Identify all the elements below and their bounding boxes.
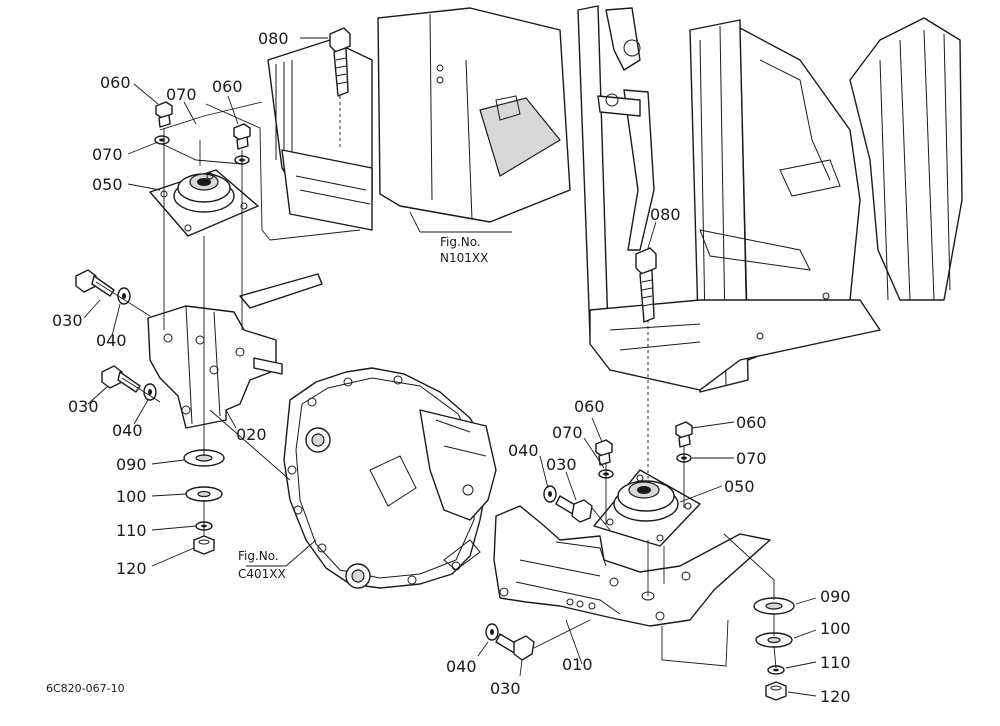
label-070: 070 [552, 423, 583, 442]
label-090: 090 [820, 587, 851, 606]
right-rubber-mount [593, 469, 701, 547]
fig-ref-upper-line1: Fig.No. [440, 235, 481, 249]
label-110: 110 [116, 521, 147, 540]
label-030: 030 [68, 397, 99, 416]
label-120: 120 [116, 559, 147, 578]
label-040: 040 [508, 441, 539, 460]
clutch-housing [283, 367, 497, 589]
part-labels: 080 060 070 060 070 050 030 040 030 040 … [52, 29, 851, 706]
label-070: 070 [166, 85, 197, 104]
label-040: 040 [446, 657, 477, 676]
label-060: 060 [736, 413, 767, 432]
label-030: 030 [490, 679, 521, 698]
label-070: 070 [92, 145, 123, 164]
drawing-code: 6C820-067-10 [46, 682, 125, 695]
label-060: 060 [574, 397, 605, 416]
label-050: 050 [724, 477, 755, 496]
label-050: 050 [92, 175, 123, 194]
label-070: 070 [736, 449, 767, 468]
label-120: 120 [820, 687, 851, 706]
bolt-080-upper [329, 27, 351, 97]
label-090: 090 [116, 455, 147, 474]
fig-ref-lower-line1: Fig.No. [238, 549, 279, 563]
label-100: 100 [820, 619, 851, 638]
figure-references: Fig.No. N101XX Fig.No. C401XX [238, 235, 488, 581]
label-080: 080 [258, 29, 289, 48]
label-100: 100 [116, 487, 147, 506]
label-060: 060 [100, 73, 131, 92]
bolt-080-lower [635, 247, 657, 323]
label-110: 110 [820, 653, 851, 672]
fig-ref-upper-line2: N101XX [440, 251, 488, 265]
label-010: 010 [562, 655, 593, 674]
label-030: 030 [52, 311, 83, 330]
left-bracket [147, 273, 323, 429]
small-fasteners [75, 101, 795, 701]
callout-leaders [83, 37, 817, 697]
label-080: 080 [650, 205, 681, 224]
fig-ref-lower-line2: C401XX [238, 567, 286, 581]
assembly-lines [95, 96, 777, 669]
left-rubber-mount [149, 169, 259, 237]
frame-structure [267, 5, 963, 393]
label-040: 040 [96, 331, 127, 350]
label-030: 030 [546, 455, 577, 474]
label-040: 040 [112, 421, 143, 440]
label-020: 020 [236, 425, 267, 444]
label-060: 060 [212, 77, 243, 96]
